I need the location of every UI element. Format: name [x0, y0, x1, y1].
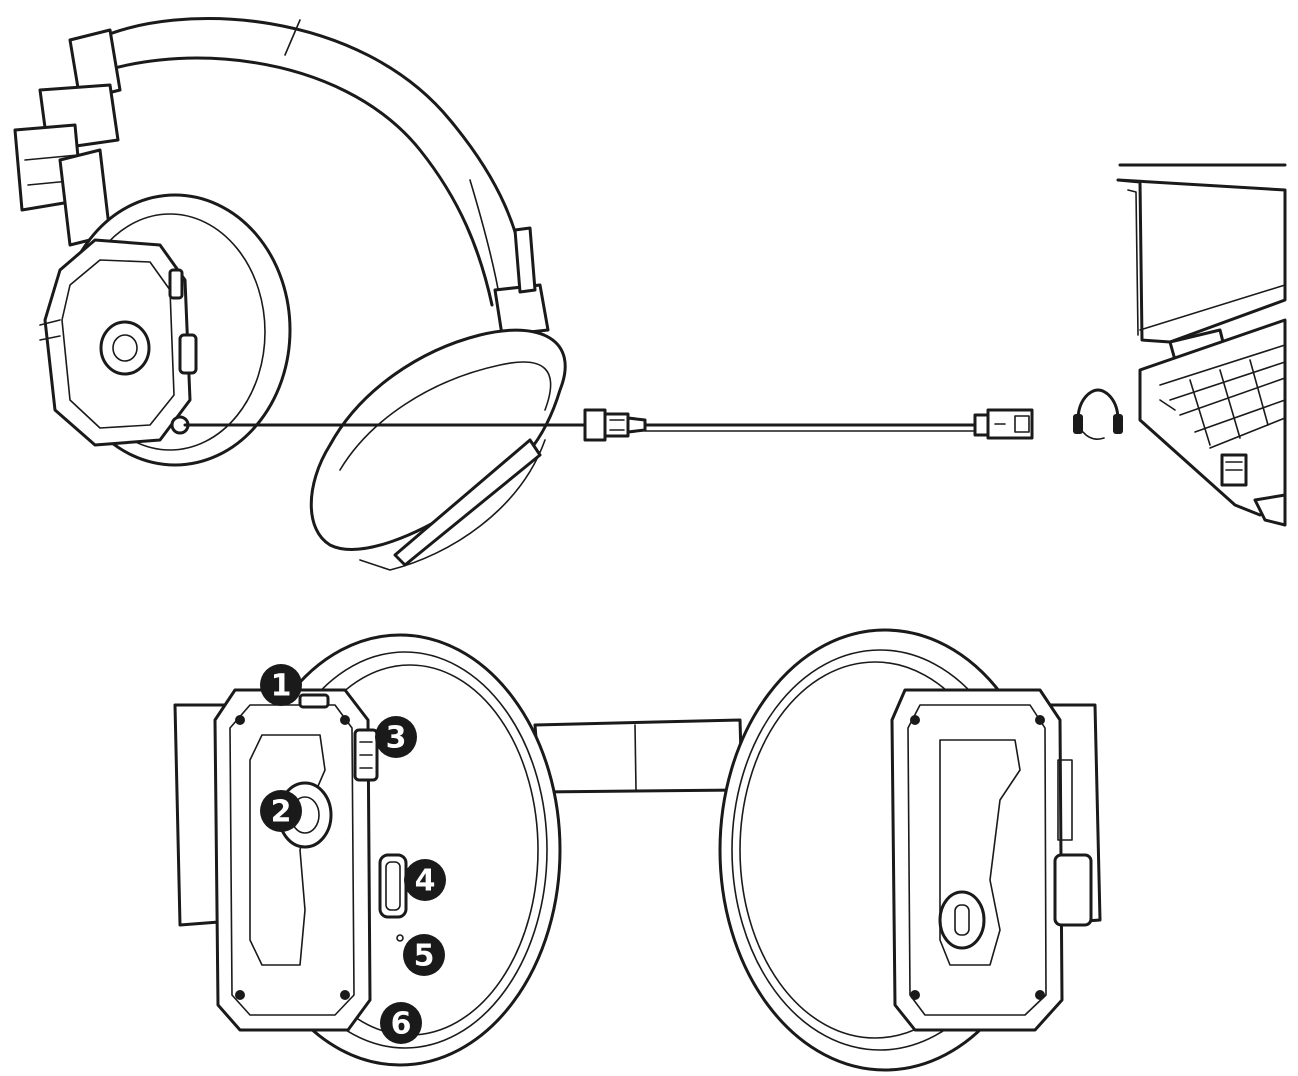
callout-1: 1	[260, 664, 302, 706]
left-ear-cup-side	[39, 193, 292, 467]
usb-cable-icon	[183, 408, 1034, 442]
callout-4: 4	[404, 859, 446, 901]
callout-3-label: 3	[386, 721, 407, 756]
callout-2: 2	[260, 790, 302, 832]
callout-5: 5	[403, 934, 445, 976]
headset-front-view: 1 2 3 4 5 6	[173, 628, 1102, 1072]
headband	[13, 17, 550, 337]
callout-6-label: 6	[391, 1007, 412, 1042]
callouts: 1 2 3 4 5 6	[260, 664, 446, 1044]
right-ear-cup-side	[309, 328, 567, 571]
headset-icon	[1073, 388, 1123, 440]
callout-1-label: 1	[271, 669, 292, 704]
callout-3: 3	[375, 716, 417, 758]
callout-6: 6	[380, 1002, 422, 1044]
callout-5-label: 5	[414, 939, 435, 974]
laptop-icon	[1116, 163, 1287, 527]
headband-bridge	[533, 718, 744, 794]
headset-side-view	[13, 17, 1123, 571]
right-ear-cup-front	[718, 628, 1102, 1072]
callout-4-label: 4	[415, 864, 436, 899]
callout-2-label: 2	[271, 795, 292, 830]
left-ear-cup-front	[173, 633, 562, 1067]
